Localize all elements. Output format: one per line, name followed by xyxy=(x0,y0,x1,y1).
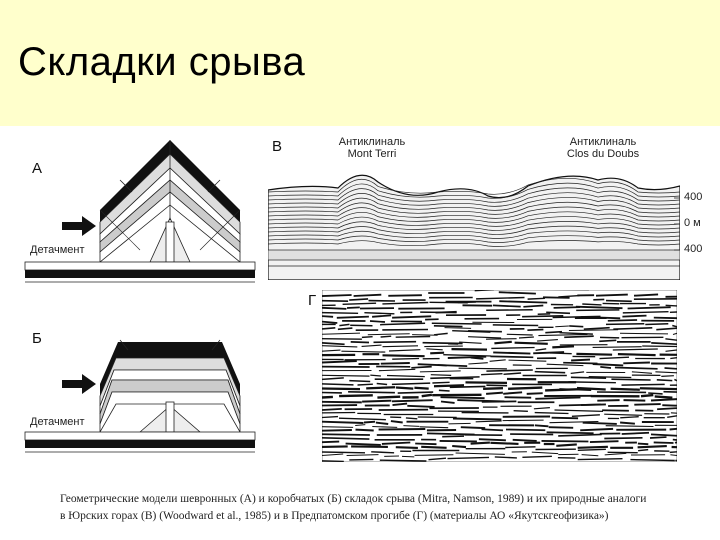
bedding-line xyxy=(268,225,680,235)
seismic-reflector xyxy=(322,327,677,346)
bedding-line xyxy=(268,216,680,227)
bedding-line xyxy=(268,201,680,215)
bedding-line xyxy=(268,230,680,239)
panel-a-chevron-fold-diagram xyxy=(24,140,256,283)
bedding-line xyxy=(268,187,680,203)
bedding-line xyxy=(268,177,680,195)
scale-label-top: 400 xyxy=(684,191,703,203)
panel-g-seismic-section xyxy=(322,290,677,462)
panel-a-letter: А xyxy=(32,160,43,177)
bedding-line xyxy=(268,211,680,223)
panel-v-letter: В xyxy=(272,138,283,155)
seismic-reflector xyxy=(322,419,677,429)
panel-b-letter: Б xyxy=(32,330,42,347)
bedding-line xyxy=(268,192,680,207)
seismic-reflector xyxy=(322,336,677,353)
seismic-reflector xyxy=(322,386,673,399)
seismic-reflector xyxy=(322,372,677,386)
seismic-reflector xyxy=(322,446,677,454)
panel-b-detachment-label: Детачмент xyxy=(30,416,85,428)
seismic-reflector xyxy=(322,355,677,370)
panel-g-letter: Г xyxy=(308,292,317,309)
anticline-left-line2: Mont Terri xyxy=(347,148,397,160)
seismic-reflector xyxy=(322,314,677,331)
seismic-reflector xyxy=(322,340,677,358)
seismic-reflector xyxy=(322,455,677,462)
seismic-reflector xyxy=(322,377,677,391)
caption-line-2: в Юрских горах (В) (Woodward et al., 198… xyxy=(60,510,609,522)
bedding-line xyxy=(268,182,680,199)
seismic-reflector xyxy=(322,405,677,416)
seismic-reflector xyxy=(322,304,675,324)
bedding-line xyxy=(268,235,680,243)
panel-v-anticline-left-label: Антиклиналь Mont Terri xyxy=(322,136,422,160)
slide-title: Складки срыва xyxy=(18,40,306,84)
anticline-left-line1: Антиклиналь xyxy=(338,136,406,148)
seismic-reflector xyxy=(322,451,677,458)
seismic-reflector xyxy=(322,351,677,367)
seismic-reflector xyxy=(322,333,677,348)
bedding-line xyxy=(268,240,680,247)
anticline-right-line2: Clos du Doubs xyxy=(566,148,640,160)
bedding-line xyxy=(268,221,680,231)
seismic-reflector xyxy=(322,364,674,379)
bedding-line xyxy=(268,206,680,219)
seismic-reflector xyxy=(322,391,677,404)
panel-v-cross-section xyxy=(268,162,680,280)
bedding-line xyxy=(268,197,680,211)
panel-v-anticline-right-label: Антиклиналь Clos du Doubs xyxy=(548,136,658,160)
seismic-reflector xyxy=(322,290,677,303)
seismic-reflector xyxy=(322,415,674,425)
figure-caption: Геометрические модели шевронных (А) и ко… xyxy=(60,491,690,525)
seismic-reflector xyxy=(322,292,677,298)
seismic-reflector xyxy=(322,438,677,446)
scale-label-bottom: 400 xyxy=(684,243,703,255)
anticline-right-line1: Антиклиналь xyxy=(569,136,637,148)
seismic-reflector xyxy=(322,290,677,307)
seismic-reflector xyxy=(322,424,677,432)
seismic-reflector xyxy=(322,318,677,336)
seismic-reflector xyxy=(322,410,677,421)
seismic-reflector xyxy=(322,346,677,361)
seismic-reflector xyxy=(322,309,677,328)
panel-a-detachment-label: Детачмент xyxy=(30,244,85,256)
caption-line-1: Геометрические модели шевронных (А) и ко… xyxy=(60,493,647,505)
seismic-reflector xyxy=(322,400,677,412)
panel-b-box-fold-diagram xyxy=(24,339,256,453)
seismic-reflector xyxy=(322,433,677,441)
seismic-reflector xyxy=(322,441,677,449)
seismic-reflector xyxy=(322,359,677,374)
seismic-reflector xyxy=(322,428,677,437)
title-band xyxy=(0,0,720,126)
scale-label-zero: 0 м xyxy=(684,217,701,229)
seismic-reflector xyxy=(322,369,677,383)
